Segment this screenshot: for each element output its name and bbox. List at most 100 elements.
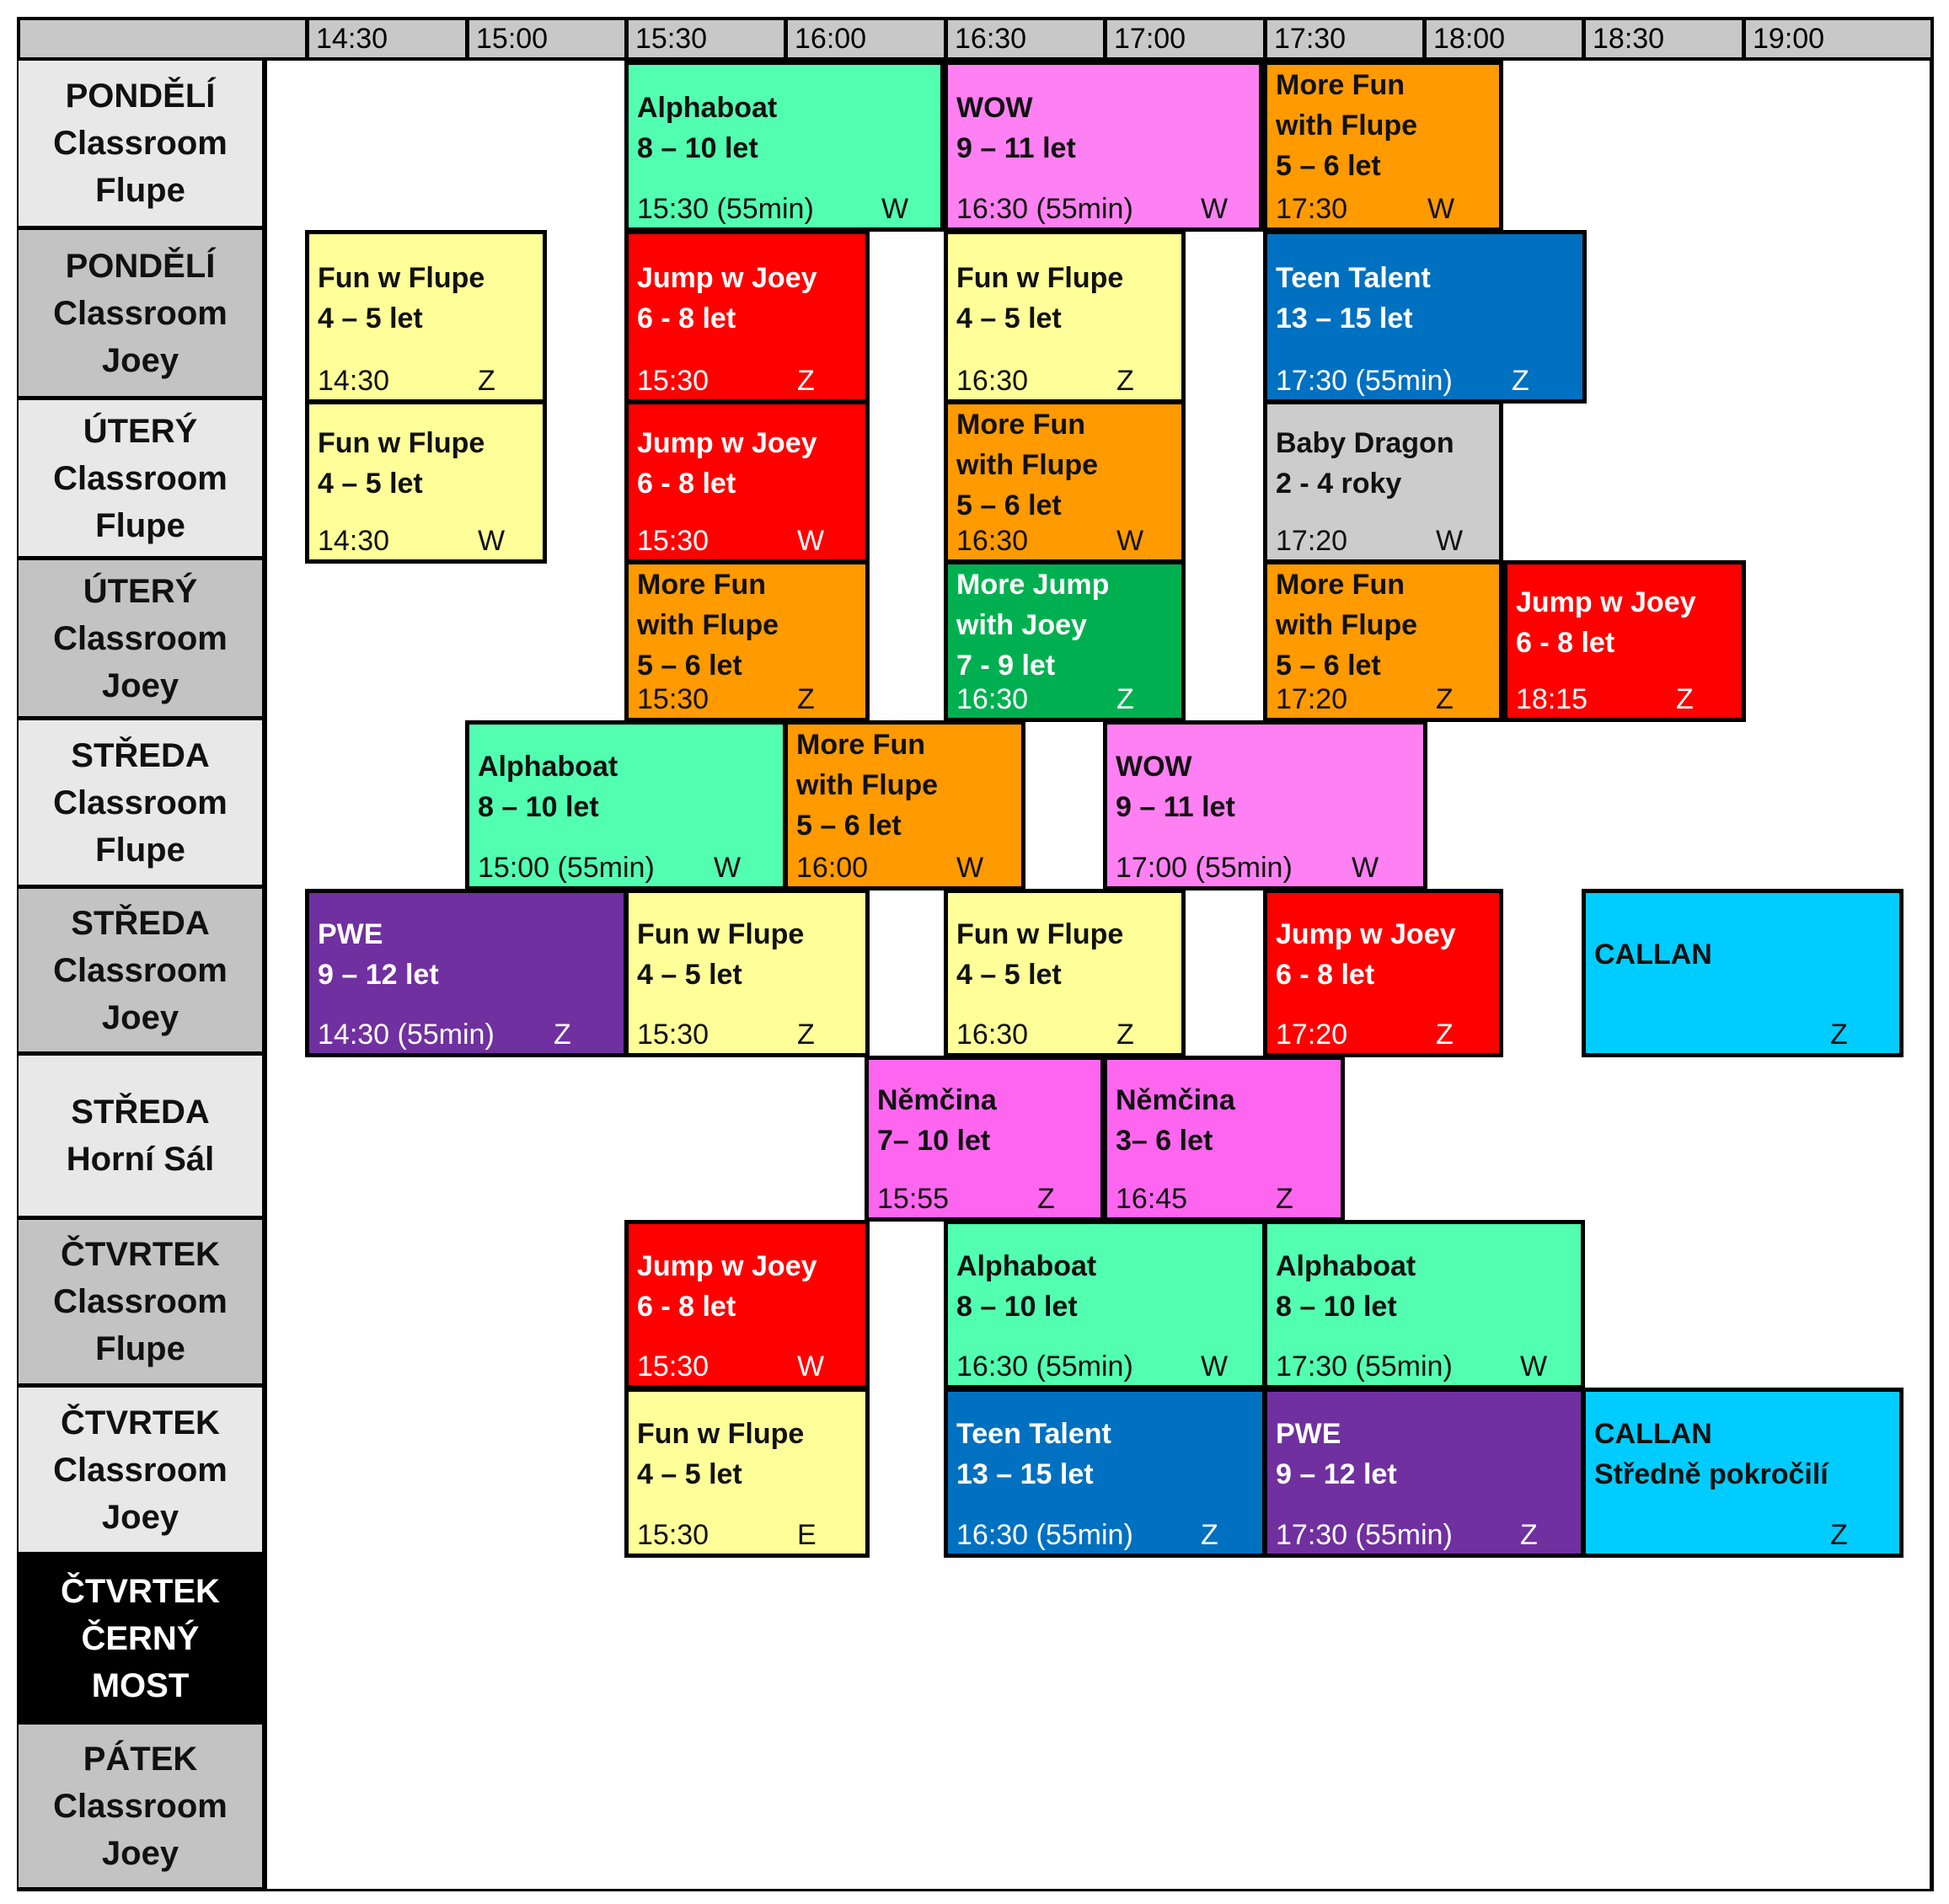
class-name: More Fun with Flupe bbox=[1276, 569, 1418, 641]
class-age: 8 – 10 let bbox=[637, 131, 758, 164]
class-room: W bbox=[797, 525, 825, 557]
class-time: 14:30 (55min) bbox=[318, 1019, 495, 1051]
class-time: 17:30 (55min) bbox=[1276, 1519, 1453, 1551]
class-room: W bbox=[1436, 525, 1464, 557]
class-name: Alphaboat bbox=[956, 1249, 1097, 1282]
class-time: 15:30 bbox=[637, 365, 709, 397]
class-time: 16:30 (55min) bbox=[956, 1350, 1133, 1383]
row-label: PONDĚLÍ Classroom Flupe bbox=[19, 61, 267, 230]
class-name: PWE bbox=[318, 918, 383, 950]
class-room: Z bbox=[797, 683, 815, 715]
row-label: ÚTERÝ Classroom Joey bbox=[19, 560, 267, 720]
class-time: 17:30 (55min) bbox=[1276, 1350, 1453, 1383]
class-room: W bbox=[1116, 525, 1144, 557]
time-header-cell: 18:00 bbox=[1422, 20, 1582, 59]
class-time: 15:00 (55min) bbox=[478, 852, 655, 884]
class-name: Fun w Flupe bbox=[637, 1418, 805, 1450]
time-header-cell: 16:00 bbox=[784, 20, 943, 59]
class-time: 16:45 bbox=[1116, 1183, 1188, 1215]
class-block[interactable]: PWE 9 – 12 let 14:30 (55min) Z bbox=[305, 889, 628, 1057]
class-age: 4 – 5 let bbox=[956, 302, 1062, 334]
class-room: Z bbox=[1512, 365, 1529, 397]
class-time: 15:30 bbox=[637, 1519, 709, 1551]
class-room: Z bbox=[1676, 683, 1694, 715]
class-room: Z bbox=[797, 1019, 815, 1051]
class-time: 16:30 bbox=[956, 525, 1029, 557]
class-age: 9 – 11 let bbox=[1116, 791, 1235, 823]
time-header-cell: 15:00 bbox=[465, 20, 624, 59]
class-age: 13 – 15 let bbox=[956, 1458, 1094, 1490]
class-room: Z bbox=[1436, 1019, 1454, 1051]
class-time: 17:20 bbox=[1276, 1019, 1348, 1051]
class-room: W bbox=[1520, 1350, 1548, 1383]
class-name: Jump w Joey bbox=[1276, 918, 1456, 950]
class-age: 5 – 6 let bbox=[796, 810, 902, 842]
class-time: 14:30 bbox=[318, 525, 390, 557]
row-label: PÁTEK Classroom Joey bbox=[19, 1725, 267, 1891]
class-age: 2 - 4 roky bbox=[1276, 468, 1402, 500]
class-age: 3– 6 let bbox=[1116, 1124, 1213, 1157]
class-time: 16:30 bbox=[956, 365, 1029, 397]
class-room: W bbox=[714, 852, 742, 884]
class-room: Z bbox=[554, 1019, 571, 1051]
class-age: 9 – 11 let bbox=[956, 131, 1076, 164]
class-age: 13 – 15 let bbox=[1276, 302, 1413, 334]
class-age: 4 – 5 let bbox=[637, 959, 742, 991]
class-room: Z bbox=[1201, 1519, 1218, 1551]
class-age: 8 – 10 let bbox=[478, 791, 599, 823]
time-header-cell: 16:30 bbox=[944, 20, 1103, 59]
time-header bbox=[17, 17, 1934, 61]
time-header-cell: 14:30 bbox=[305, 20, 464, 59]
class-room: W bbox=[956, 852, 984, 884]
class-age: Středně pokročilí bbox=[1594, 1458, 1829, 1490]
class-name: Jump w Joey bbox=[637, 427, 817, 459]
time-header-cell: 18:30 bbox=[1582, 20, 1741, 59]
class-time: 17:30 (55min) bbox=[1276, 365, 1453, 397]
class-time: 14:30 bbox=[318, 365, 390, 397]
class-age: 5 – 6 let bbox=[1276, 150, 1381, 182]
class-name: Alphaboat bbox=[637, 91, 778, 124]
class-name: Alphaboat bbox=[1276, 1249, 1416, 1282]
class-age: 4 – 5 let bbox=[318, 302, 423, 334]
class-name: Němčina bbox=[877, 1083, 997, 1116]
class-age: 8 – 10 let bbox=[956, 1290, 1078, 1323]
class-name: Jump w Joey bbox=[637, 262, 817, 294]
class-name: Baby Dragon bbox=[1276, 427, 1454, 459]
class-time: 16:30 (55min) bbox=[956, 193, 1133, 225]
class-room: Z bbox=[1830, 1019, 1848, 1051]
class-room: E bbox=[797, 1519, 817, 1551]
class-age: 9 – 12 let bbox=[318, 959, 439, 991]
class-room: Z bbox=[1276, 1183, 1293, 1215]
